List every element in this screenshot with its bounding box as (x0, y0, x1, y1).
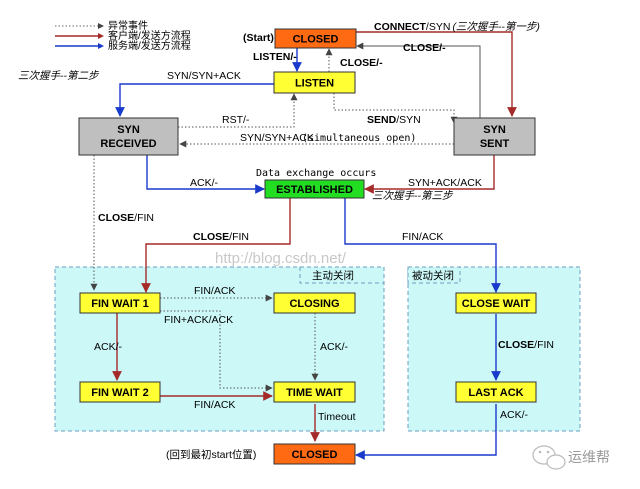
label-sim-open-2: (simultaneous open) (302, 133, 416, 144)
arrow-close-fin-active (141, 198, 291, 293)
svg-text:SYN: SYN (483, 124, 506, 136)
arrow-rst (178, 93, 298, 128)
wechat-icon (532, 445, 566, 470)
svg-text:CLOSE WAIT: CLOSE WAIT (462, 298, 531, 310)
label-close-2: CLOSE/- (340, 57, 383, 69)
arrow-syn-received (115, 83, 274, 117)
label-handshake-2: 三次握手--第二步 (18, 70, 100, 82)
label-handshake-3: 三次握手--第三步 (372, 190, 454, 202)
label-syn-synack: SYN/SYN+ACK (167, 70, 241, 82)
arrow-send (333, 93, 458, 124)
arrow-synack-ack (364, 155, 495, 194)
label-ack-established: ACK/- (190, 177, 219, 189)
svg-text:TIME WAIT: TIME WAIT (286, 387, 343, 399)
legend: 异常事件 客户端/发送方流程 服务端/发送方流程 (55, 19, 191, 52)
state-syn-sent: SYN SENT (453, 117, 536, 156)
arrow-ack-established (146, 155, 265, 194)
state-closing: CLOSING (273, 292, 356, 314)
svg-text:FIN WAIT 2: FIN WAIT 2 (91, 387, 148, 399)
label-fin-ack-1: FIN/ACK (194, 285, 235, 297)
state-closed-top: CLOSED (274, 28, 357, 49)
label-fin-ack-est: FIN/ACK (402, 231, 443, 243)
svg-text:CLOSED: CLOSED (293, 34, 339, 46)
svg-text:CLOSING: CLOSING (289, 298, 339, 310)
label-timeout: Timeout (318, 411, 356, 423)
legend-client: 客户端/发送方流程 (108, 29, 191, 42)
label-start: (Start) (243, 32, 274, 44)
svg-text:LAST ACK: LAST ACK (468, 387, 523, 399)
label-closefin-right: CLOSE/FIN (498, 339, 554, 351)
label-listen-slash: LISTEN/- (253, 51, 297, 63)
state-last-ack: LAST ACK (455, 381, 537, 403)
state-syn-received: SYN RECEIVED (78, 117, 179, 156)
watermark: http://blog.csdn.net/ (215, 250, 347, 267)
state-closed-bottom: CLOSED (273, 443, 356, 465)
legend-normal: 异常事件 (108, 19, 148, 32)
label-sim-open-1: SYN/SYN+ACK (240, 132, 314, 144)
arrow-close-wait (344, 198, 501, 293)
state-time-wait: TIME WAIT (273, 381, 356, 403)
arrow-connect (356, 31, 517, 117)
state-established: ESTABLISHED (264, 179, 365, 199)
label-fin-ack-ack: FIN+ACK/ACK (164, 314, 233, 326)
label-send: SEND/SYN (367, 114, 421, 126)
label-ack-closing: ACK/- (320, 341, 349, 353)
brand-name: 运维帮 (568, 449, 610, 465)
svg-text:LISTEN: LISTEN (295, 78, 334, 90)
state-listen: LISTEN (273, 71, 356, 94)
state-fin-wait-1: FIN WAIT 1 (79, 292, 161, 314)
arrow-synsent-close (356, 42, 481, 119)
label-close-1: CLOSE/- (403, 42, 446, 54)
active-close-label: 主动关闭 (312, 269, 354, 282)
svg-text:RECEIVED: RECEIVED (100, 138, 156, 150)
passive-close-region (407, 266, 581, 432)
arrow-lastack-closed (355, 404, 497, 460)
svg-text:ESTABLISHED: ESTABLISHED (276, 184, 353, 196)
label-synack-ack: SYN+ACK/ACK (408, 177, 482, 189)
svg-text:SENT: SENT (480, 138, 510, 150)
state-close-wait: CLOSE WAIT (455, 292, 537, 314)
label-ack-last: ACK/- (500, 409, 529, 421)
brand: 运维帮 (532, 445, 610, 470)
label-ack-fw1: ACK/- (94, 341, 123, 353)
label-rst: RST/- (222, 114, 250, 126)
state-fin-wait-2: FIN WAIT 2 (79, 381, 161, 403)
label-data-exchange: Data exchange occurs (256, 168, 376, 179)
label-connect: CONNECT/SYN(三次握手--第一步) (374, 21, 540, 33)
legend-server: 服务端/发送方流程 (108, 39, 191, 52)
svg-text:SYN: SYN (117, 124, 140, 136)
label-closefin-left: CLOSE/FIN (98, 212, 154, 224)
label-back-start: (回到最初start位置) (166, 448, 256, 461)
passive-close-label: 被动关闭 (412, 269, 454, 282)
label-closefin-mid: CLOSE/FIN (193, 231, 249, 243)
svg-text:CLOSED: CLOSED (292, 449, 338, 461)
label-fin-ack-2: FIN/ACK (194, 399, 235, 411)
svg-text:FIN WAIT 1: FIN WAIT 1 (91, 298, 148, 310)
arrow-fw1-timewait (160, 310, 273, 392)
